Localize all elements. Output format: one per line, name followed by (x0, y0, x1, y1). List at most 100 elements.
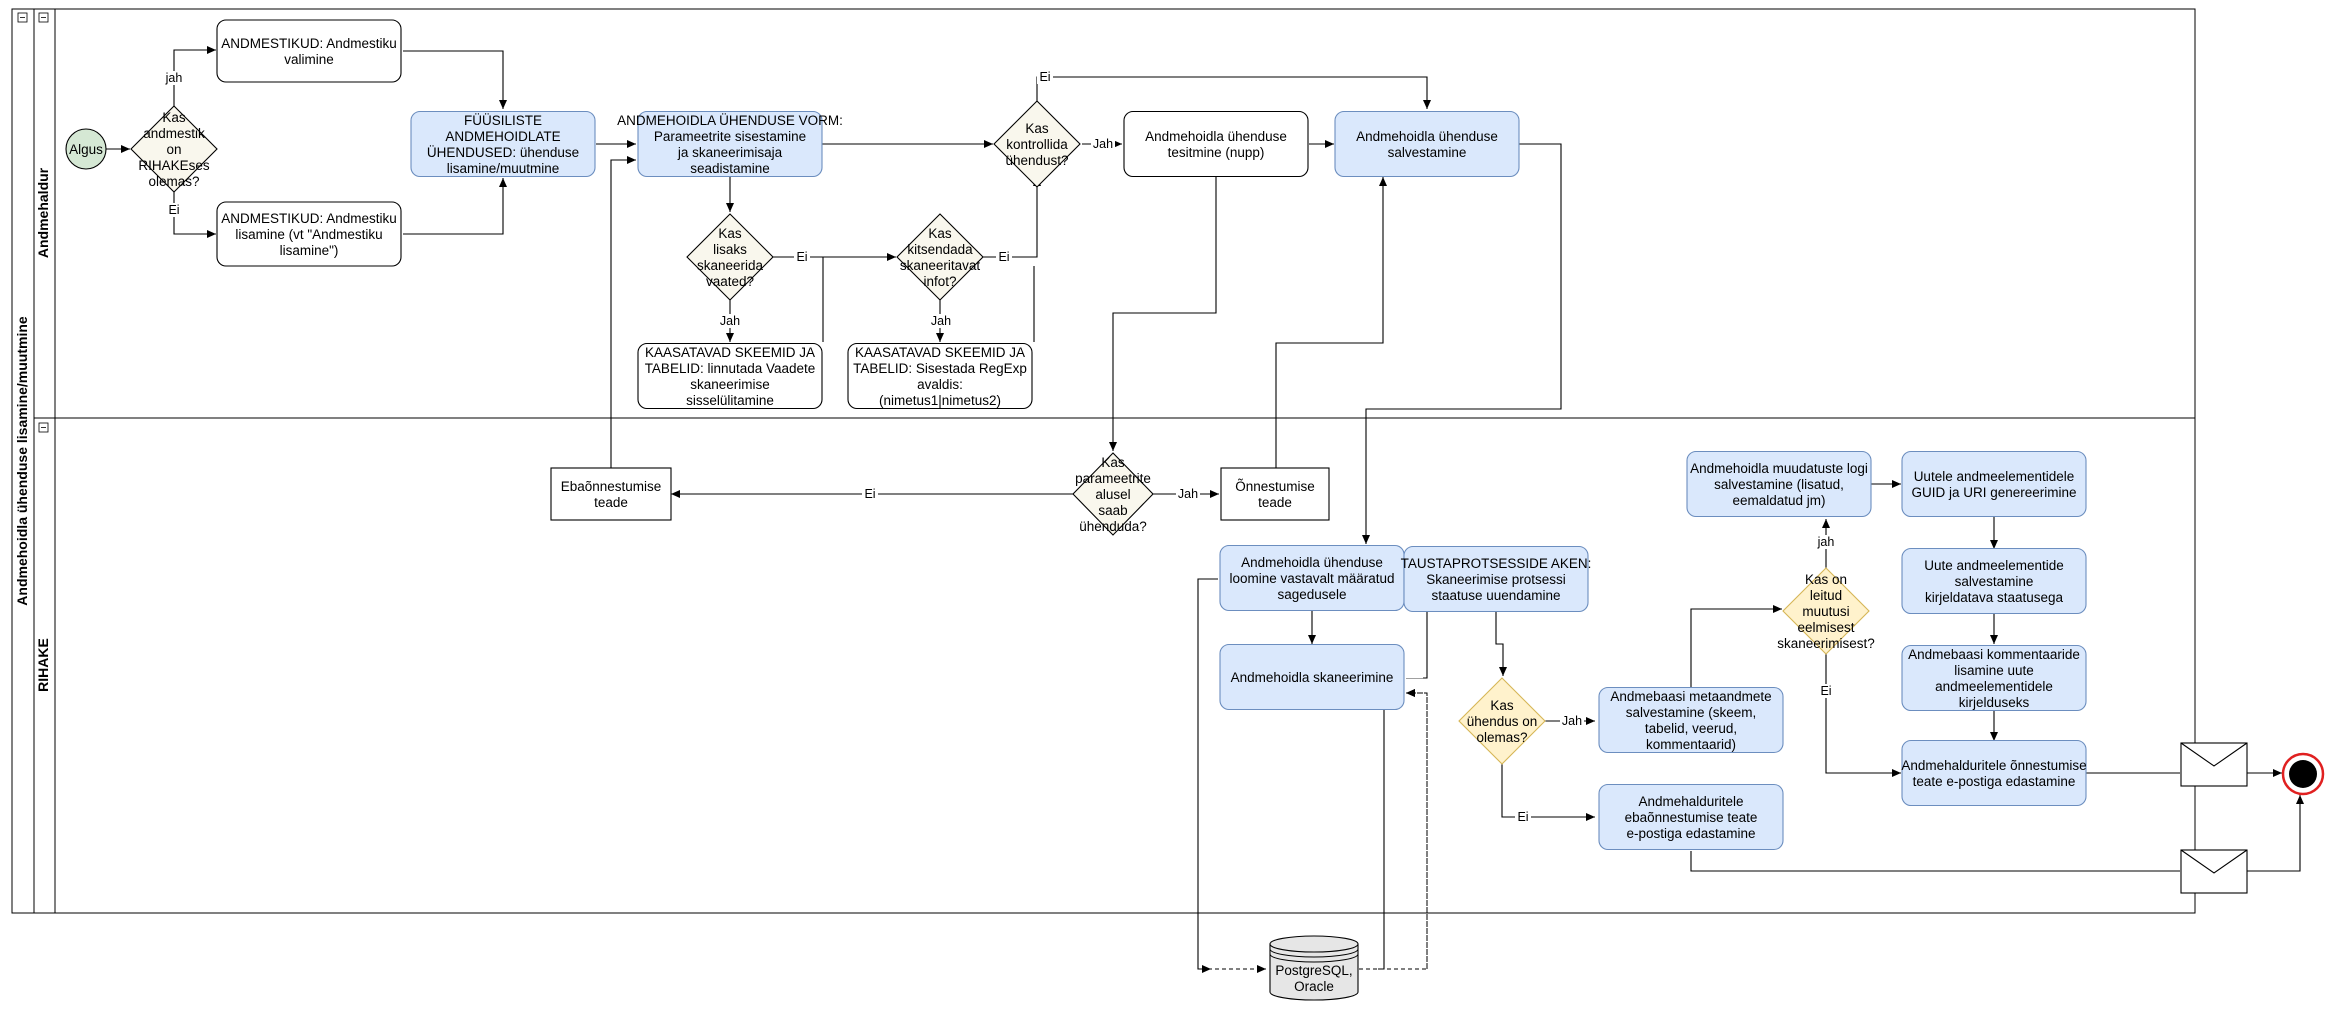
end-event (2281, 752, 2325, 796)
edge (610, 156, 636, 468)
edge-label: Ei (1517, 810, 1528, 824)
edge-label: Jah (931, 314, 951, 328)
edge-label: Ei (168, 203, 179, 217)
edge-label: Ei (1820, 684, 1831, 698)
dataflow-edges (1197, 578, 1428, 973)
edge (1362, 143, 1562, 544)
node-label: ANDMEHOIDLA ÜHENDUSE VORM:Parameetrite s… (617, 113, 843, 176)
edge-label: Ei (1039, 70, 1050, 84)
edge-label: jah (1817, 535, 1835, 549)
task-t_vorm: ANDMEHOIDLA ÜHENDUSE VORM:Parameetrite s… (617, 110, 843, 178)
task-t_taust: TAUSTAPROTSESSIDE AKEN:Skaneerimise prot… (1401, 545, 1592, 613)
collapse-icon[interactable] (17, 12, 28, 23)
node-label: TAUSTAPROTSESSIDE AKEN:Skaneerimise prot… (1401, 556, 1592, 603)
edge-label: Ei (864, 487, 875, 501)
edge (1275, 177, 1387, 468)
edge-label: Jah (720, 314, 740, 328)
edge-label: Jah (1093, 137, 1113, 151)
node-label: Andmehoidla skaneerimine (1231, 670, 1394, 685)
task-t_skaneerimine: Andmehoidla skaneerimine (1219, 643, 1405, 711)
edge (1690, 605, 1782, 700)
message-envelope-icon (2180, 742, 2248, 787)
collapse-icon[interactable] (38, 422, 49, 433)
edge-label: Jah (1562, 714, 1582, 728)
edge (1109, 176, 1217, 451)
edge (1690, 851, 2180, 872)
message-envelope-icon (2180, 849, 2248, 894)
edge-label: Ei (796, 250, 807, 264)
edge-label: Ei (998, 250, 1009, 264)
edge (1501, 764, 1595, 821)
dataflow-edge (1197, 578, 1266, 973)
lane-title-rihake: RIHAKE (35, 638, 51, 692)
edge (173, 46, 216, 106)
edge (403, 178, 507, 235)
edge (1036, 76, 1431, 109)
start-event: Algus (65, 128, 107, 170)
edge (2247, 795, 2304, 872)
database-cylinder (1269, 935, 1359, 1001)
edge-label: jah (165, 71, 183, 85)
lane-title-andmehaldur: Andmehaldur (35, 167, 51, 258)
start-event-label: Algus (69, 142, 103, 157)
dataflow-edge (1331, 689, 1428, 970)
node-label: PostgreSQL,Oracle (1275, 963, 1352, 994)
edge-labels: jah Ei Ei Jah Ei Jah Jah Ei Ei Jah Jah E… (163, 70, 1837, 824)
collapse-icon[interactable] (38, 12, 49, 23)
edge (403, 50, 507, 109)
database-label: PostgreSQL,Oracle (1275, 963, 1352, 994)
edge (1495, 602, 1507, 676)
pool-title: Andmehoidla ühenduse lisamine/muutmine (14, 316, 30, 606)
edge-label: Jah (1178, 487, 1198, 501)
